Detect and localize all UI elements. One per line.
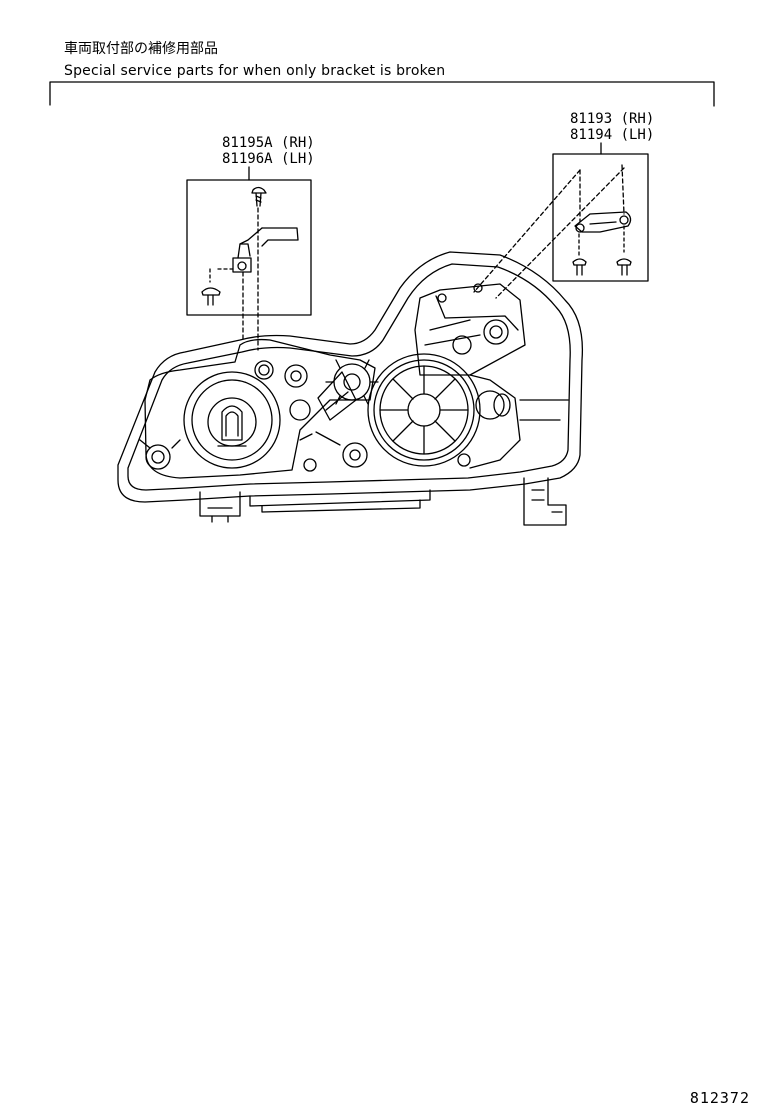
- housing-bottom-tabs: [199, 477, 567, 526]
- aiming-adjuster-gear: [317, 359, 379, 421]
- callout-right-lh: 81194 (LH): [570, 127, 654, 143]
- callout-box-left: [186, 179, 312, 316]
- diagram-title-japanese: 車両取付部の補修用部品: [64, 41, 218, 57]
- headlamp-housing: [117, 251, 584, 503]
- callout-left-lh: 81196A (LH): [222, 151, 315, 167]
- callout-box-right: [552, 153, 649, 282]
- diagram-title-english: Special service parts for when only brac…: [64, 63, 446, 79]
- low-beam-socket: [183, 371, 281, 469]
- callout-left-rh: 81195A (RH): [222, 135, 315, 151]
- section-bracket: [49, 81, 715, 107]
- figure-reference-number: 812372: [689, 1089, 750, 1107]
- high-beam-cover: [367, 353, 511, 467]
- housing-rear-frame: [144, 283, 569, 479]
- bracket-part-left: [201, 186, 299, 351]
- callout-right-rh: 81193 (RH): [570, 111, 654, 127]
- bracket-part-right: [473, 164, 632, 299]
- mounting-bosses: [139, 283, 509, 472]
